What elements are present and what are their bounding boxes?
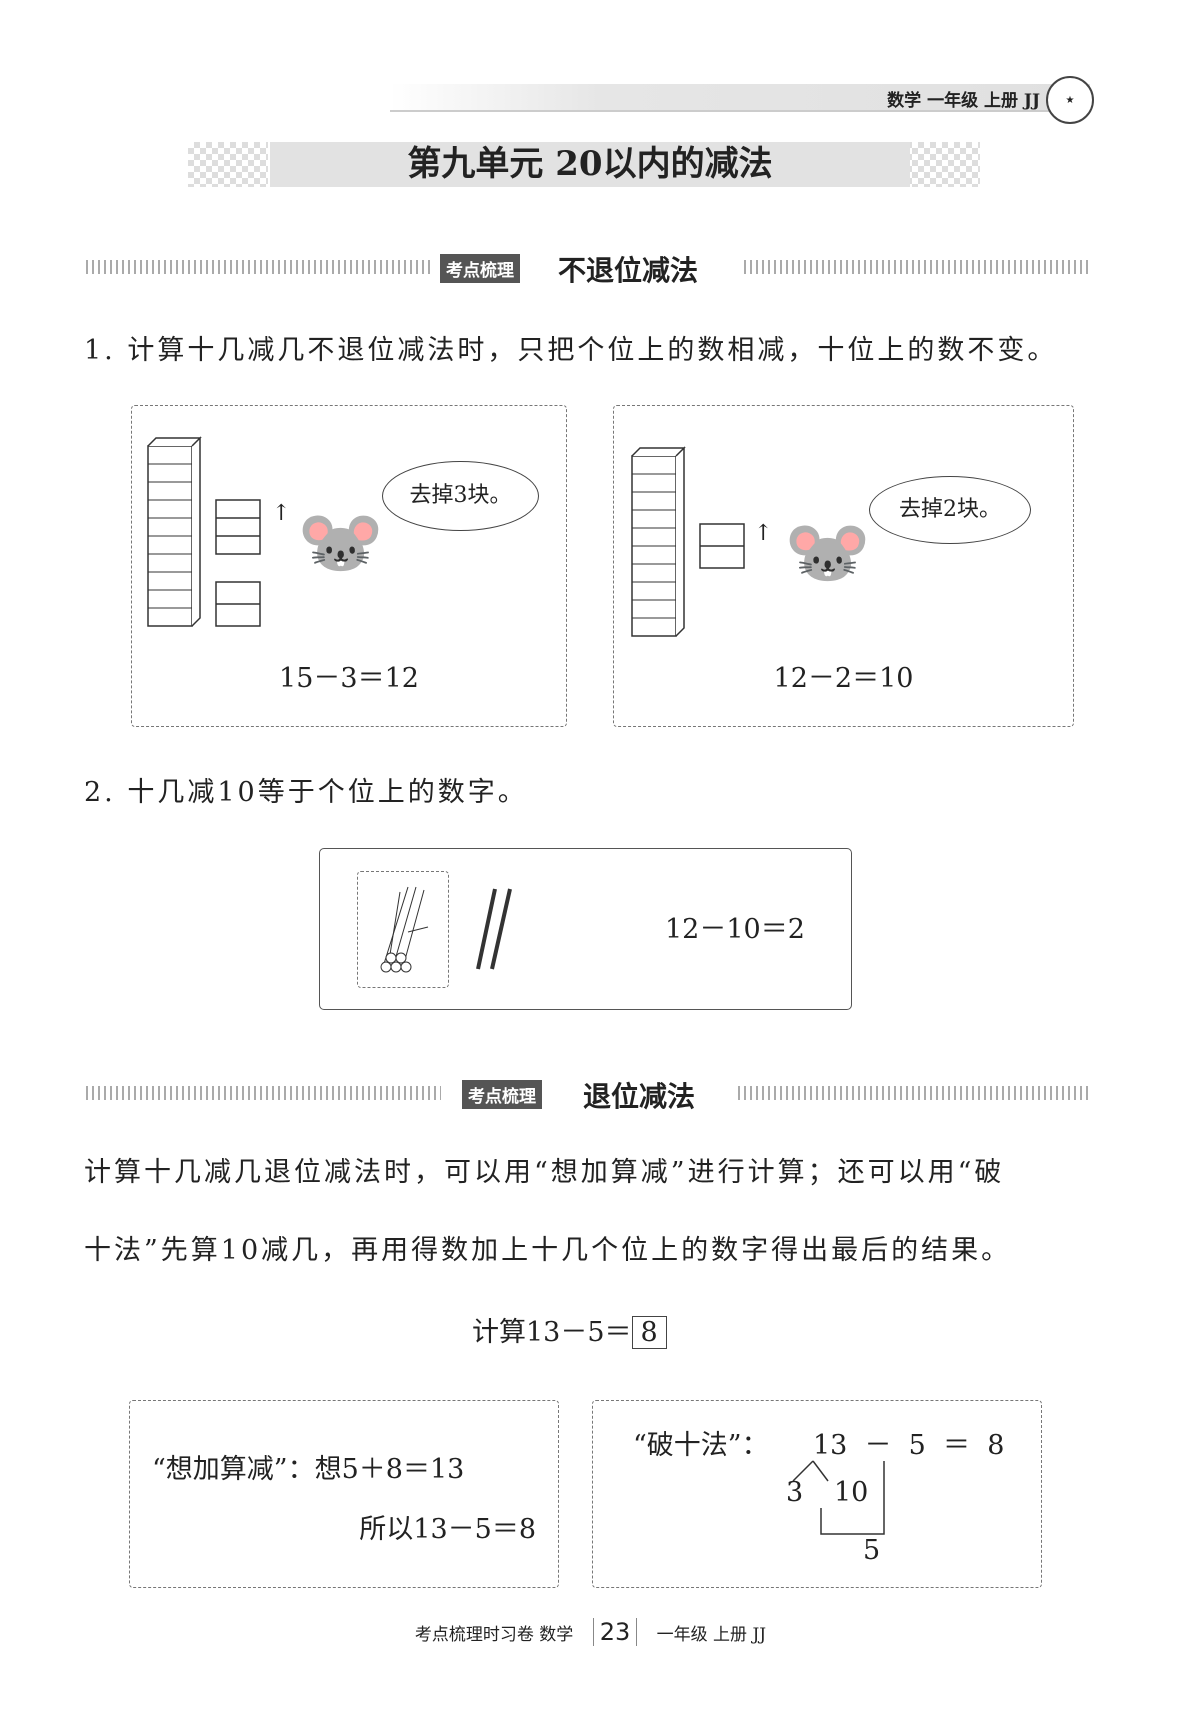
section-title: 不退位减法 [558,254,699,287]
divider [86,1086,441,1100]
example-box-a: ↑ 🐭 去掉3块。 15－3＝12 [131,405,567,727]
section-title: 退位减法 [583,1080,696,1113]
blocks-illustration [631,446,745,637]
brand-logo: ★ [1046,76,1094,124]
method-box-add: “想加算减”：想5＋8＝13 所以13－5＝8 [129,1400,559,1588]
split-part-a: 3 [786,1477,804,1508]
equation: 12－2＝10 [773,663,914,694]
page-title: 第九单元 20以内的减法 [270,142,910,187]
title-decoration-left [188,142,268,187]
rule-1: 1. 计算十几减几不退位减法时，只把个位上的数相减，十位上的数不变。 [84,335,1058,366]
sticks-bundle-icon [380,886,429,973]
divider [86,260,431,274]
mouse-character: 🐭 [297,501,385,583]
blocks-illustration [147,436,261,627]
page-number: 23 [592,1618,638,1646]
calc-question: 计算13－5＝8 [472,1310,667,1349]
thought-bubble: 去掉3块。 [382,461,539,531]
header-text: 数学 一年级 上册 JJ [887,91,1040,111]
up-arrow-icon: ↑ [272,501,291,526]
method-box-break-ten: “破十法”： 13 － 5 ＝ 8 3 10 5 [592,1400,1042,1588]
footer-right: 一年级 上册 JJ [656,1625,767,1645]
split-result: 5 [863,1535,881,1566]
mouse-character: 🐭 [784,511,872,593]
section-tag: 考点梳理 [462,1080,542,1109]
example-box-c: 12－10＝2 [319,848,852,1010]
method-line-2: 所以13－5＝8 [359,1514,536,1545]
method-line-1: “想加算减”：想5＋8＝13 [152,1454,465,1485]
split-part-b: 10 [834,1477,869,1508]
two-sticks-icon [476,888,512,970]
header-bar [390,84,1090,112]
footer-left: 考点梳理时习卷 数学 [414,1625,574,1645]
rule-2: 2. 十几减10等于个位上的数字。 [84,777,528,808]
thought-bubble: 去掉2块。 [869,476,1031,544]
divider [744,260,1089,274]
equation: 12－10＝2 [665,914,805,945]
paragraph-line-1: 计算十几减几退位减法时，可以用“想加算减”进行计算；还可以用“破 [84,1157,1005,1188]
title-decoration-right [900,142,980,187]
split-lines [792,1460,885,1535]
answer-box: 8 [631,1316,667,1349]
paragraph-line-2: 十法”先算10减几，再用得数加上十几个位上的数字得出最后的结果。 [84,1235,1012,1266]
up-arrow-icon: ↑ [754,521,773,546]
divider [738,1086,1088,1100]
equation: 15－3＝12 [279,663,419,694]
method-label: “破十法”： [633,1430,769,1461]
example-box-b: ↑ 🐭 去掉2块。 12－2＝10 [613,405,1074,727]
method-equation: 13 － 5 ＝ 8 [813,1430,1005,1461]
section-tag: 考点梳理 [440,254,520,283]
calc-label: 计算13－5＝ [472,1317,632,1348]
page-footer: 考点梳理时习卷 数学 23 一年级 上册 JJ [0,1618,1181,1646]
bundle-of-sticks [357,871,449,988]
